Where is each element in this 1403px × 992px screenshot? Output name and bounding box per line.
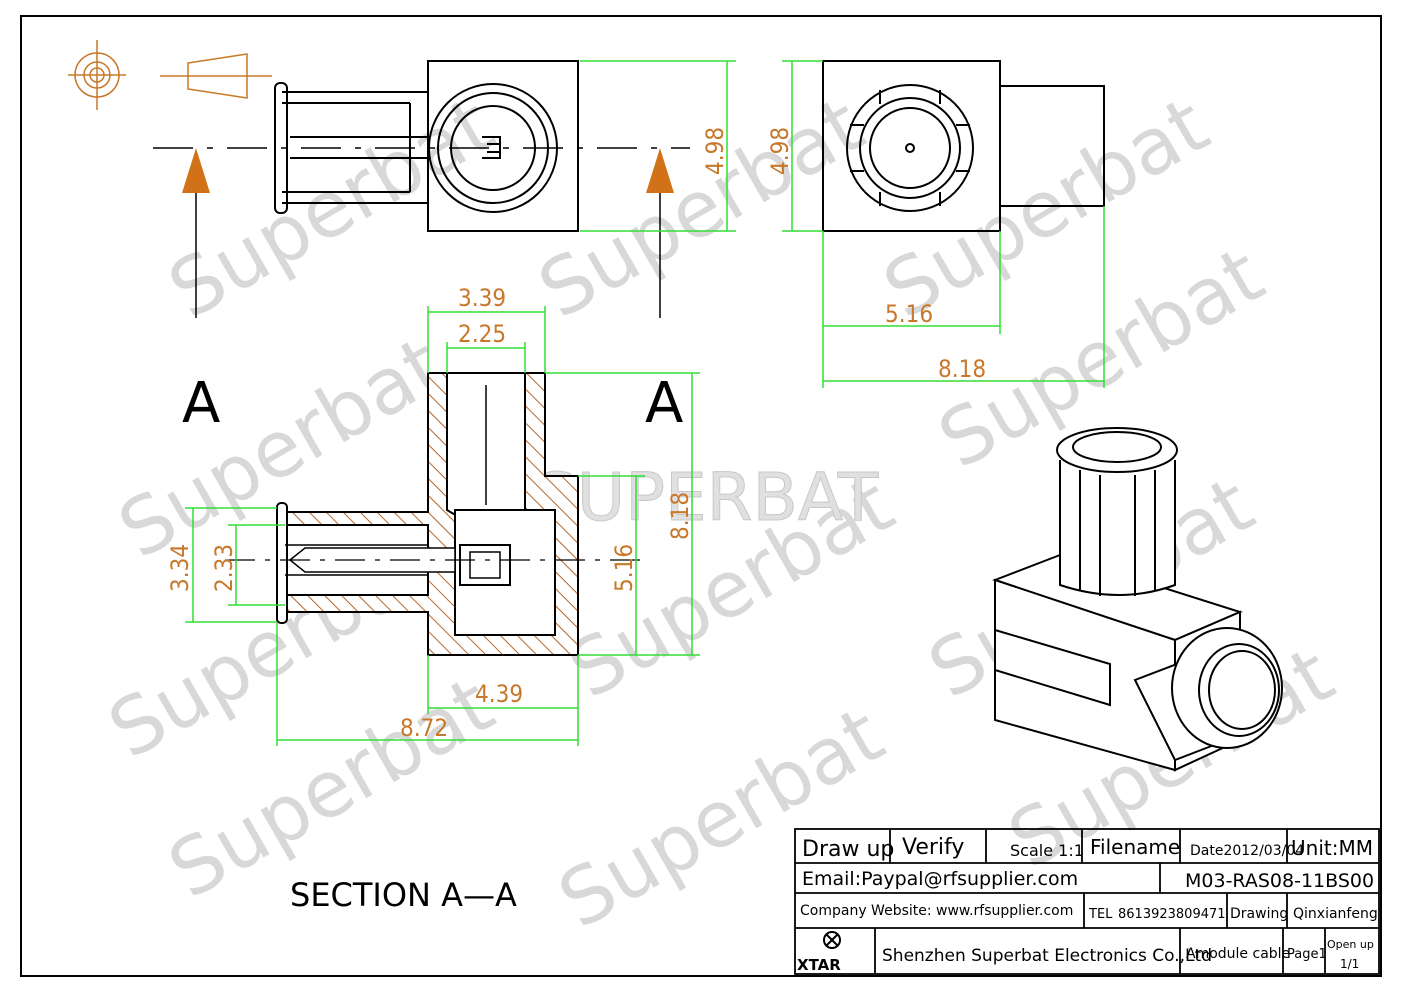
projection-symbol xyxy=(68,40,272,110)
dim-label: 5.16 xyxy=(885,300,933,328)
tb-scale: Scale 1:1 xyxy=(1010,841,1084,860)
dim-label: 4.39 xyxy=(475,680,523,708)
dim-label: 3.39 xyxy=(458,284,506,312)
xtar-logo-icon xyxy=(823,931,841,949)
watermark-center: SUPERBAT xyxy=(535,459,879,536)
tb-date: Date2012/03/04 xyxy=(1190,843,1304,859)
dim-side xyxy=(782,60,1105,388)
dim-label: 2.33 xyxy=(210,544,238,592)
tb-logo: XTAR xyxy=(797,956,841,974)
section-marker-right: A xyxy=(645,371,683,436)
tb-company: Shenzhen Superbat Electronics Co.,Ltd xyxy=(882,946,1212,966)
tb-email: Email:Paypal@rfsupplier.com xyxy=(802,868,1078,890)
section-arrows xyxy=(182,148,674,318)
dim-section xyxy=(185,306,700,746)
dim-label: 8.18 xyxy=(666,492,694,540)
tb-drawer: Qinxianfeng xyxy=(1293,906,1378,922)
tb-draw-up: Draw up xyxy=(802,837,894,862)
tb-drawing: Drawing xyxy=(1230,906,1288,922)
tb-part-number: M03-RAS08-11BS00 xyxy=(1185,870,1374,892)
tb-website: Company Website: www.rfsupplier.com xyxy=(800,903,1073,919)
tb-verify: Verify xyxy=(902,835,964,860)
drawing-border xyxy=(20,15,1382,977)
tb-filename: Filename xyxy=(1090,835,1180,859)
dim-label: 2.25 xyxy=(458,320,506,348)
tb-page: Page1 xyxy=(1287,947,1327,962)
dim-label: 3.34 xyxy=(166,544,194,592)
dim-label: 8.72 xyxy=(400,714,448,742)
front-view xyxy=(274,60,579,232)
tb-sheet: 1/1 xyxy=(1340,957,1359,971)
watermark-text: Superbat xyxy=(155,80,509,336)
tb-tel-label: TEL xyxy=(1088,907,1113,922)
dim-label: 4.98 xyxy=(701,127,729,175)
tb-cable: Amodule cable xyxy=(1186,946,1290,962)
section-view xyxy=(225,372,640,656)
dim-label: 5.16 xyxy=(610,544,638,592)
tb-tel: 8613923809471 xyxy=(1118,907,1226,922)
section-marker-left: A xyxy=(182,371,220,436)
dim-front-height xyxy=(580,60,736,232)
tb-unit: Unit:MM xyxy=(1291,836,1373,860)
section-label: SECTION A—A xyxy=(290,876,517,914)
title-block xyxy=(794,828,1380,975)
side-view xyxy=(822,60,1105,232)
dim-label: 8.18 xyxy=(938,355,986,383)
isometric-view xyxy=(992,427,1283,772)
tb-open-up: Open up xyxy=(1327,938,1374,951)
dim-label: 4.98 xyxy=(766,127,794,175)
